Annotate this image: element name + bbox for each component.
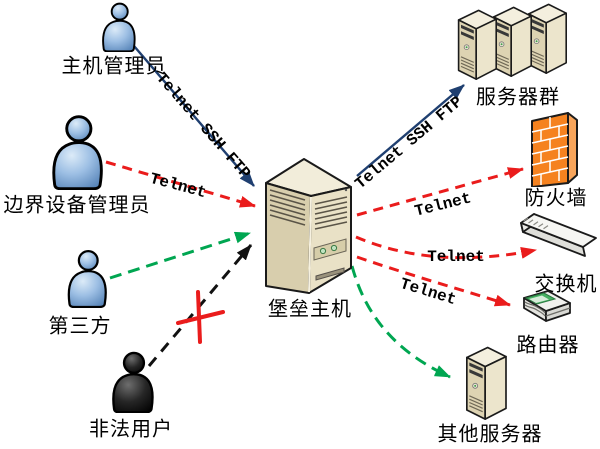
border-admin-label: 边界设备管理员 bbox=[3, 194, 151, 217]
host-admin-person-icon bbox=[102, 2, 136, 52]
blocked-x-icon bbox=[176, 290, 225, 344]
router-icon bbox=[523, 290, 571, 322]
bastion-host-icon bbox=[265, 158, 352, 294]
other-server-label: 其他服务器 bbox=[437, 423, 543, 446]
other-server-icon bbox=[466, 346, 507, 420]
server-cluster-label: 服务器群 bbox=[476, 86, 560, 109]
edge-third-party-to-bastion bbox=[109, 231, 251, 280]
edge-label-bastion-switch: Telnet bbox=[427, 248, 485, 266]
firewall-icon bbox=[531, 112, 578, 187]
third-party-label: 第三方 bbox=[48, 315, 112, 338]
edge-host-admin-to-bastion bbox=[133, 45, 255, 187]
router-label: 路由器 bbox=[516, 334, 580, 357]
firewall-label: 防火墙 bbox=[524, 187, 588, 210]
edge-bastion-to-switch bbox=[355, 235, 537, 260]
switch-icon bbox=[520, 213, 597, 257]
edge-bastion-to-router bbox=[356, 255, 511, 307]
third-party-person-icon bbox=[67, 250, 107, 308]
illegal-user-person-icon bbox=[112, 351, 154, 413]
host-admin-label: 主机管理员 bbox=[61, 55, 167, 78]
edge-bastion-to-firewall bbox=[356, 167, 524, 217]
edge-border-admin-to-bastion bbox=[105, 160, 256, 208]
edge-bastion-to-server-cluster bbox=[356, 84, 465, 177]
switch-label: 交换机 bbox=[534, 273, 598, 296]
bastion-host-label: 堡垒主机 bbox=[268, 298, 352, 321]
server-tower-icon bbox=[457, 9, 498, 80]
border-admin-person-icon bbox=[52, 115, 103, 190]
edge-bastion-to-other-server bbox=[350, 265, 451, 379]
illegal-user-label: 非法用户 bbox=[89, 418, 173, 441]
